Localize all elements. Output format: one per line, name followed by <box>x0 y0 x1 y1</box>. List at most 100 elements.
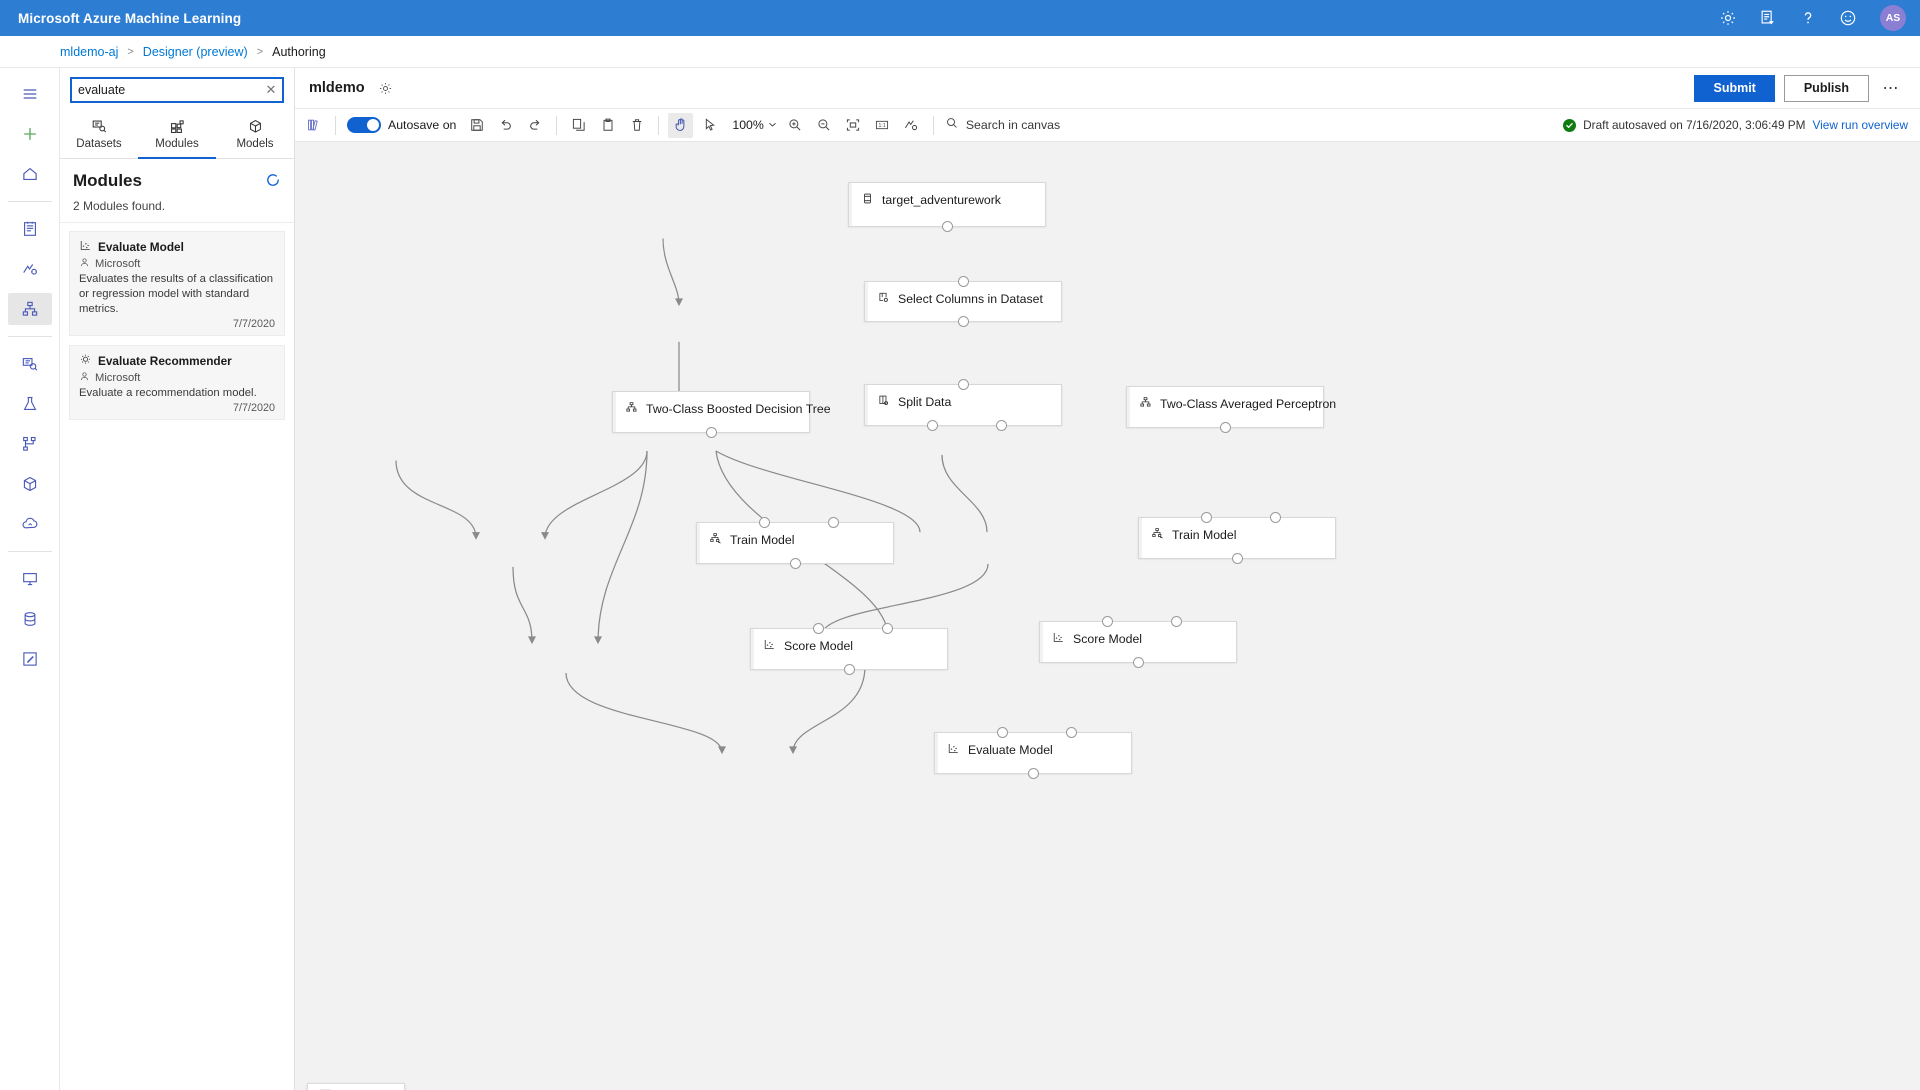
node-input-port-right[interactable] <box>1270 512 1281 523</box>
experiments-icon[interactable] <box>8 388 52 420</box>
canvas-node[interactable]: Train Model <box>696 517 894 569</box>
pan-hand-icon[interactable] <box>668 112 694 138</box>
tab-modules[interactable]: Modules <box>138 111 216 159</box>
node-label-row: Score Model <box>1040 622 1236 647</box>
undo-icon[interactable] <box>493 113 518 138</box>
node-output-port[interactable] <box>958 316 969 327</box>
navigator-button[interactable]: Navigator <box>307 1083 405 1090</box>
endpoints-icon[interactable] <box>8 508 52 540</box>
new-plus-icon[interactable] <box>8 118 52 150</box>
node-input-port-right[interactable] <box>828 517 839 528</box>
canvas-node[interactable]: Two-Class Averaged Perceptron <box>1126 386 1336 433</box>
person-icon <box>79 371 90 385</box>
search-input[interactable] <box>72 79 260 101</box>
panel-title: Modules <box>73 171 142 190</box>
node-output-port[interactable] <box>1232 553 1243 564</box>
node-output-port[interactable] <box>1220 422 1231 433</box>
canvas-node[interactable]: Score Model <box>1039 616 1237 668</box>
automated-ml-icon[interactable] <box>8 253 52 285</box>
node-output-port[interactable] <box>706 427 717 438</box>
node-output-port-right[interactable] <box>996 420 1007 431</box>
tab-models[interactable]: Models <box>216 111 294 159</box>
more-options-icon[interactable]: ⋯ <box>1882 80 1900 97</box>
canvas-node[interactable]: target_adventurework <box>848 182 1046 232</box>
gear-icon[interactable] <box>1718 8 1738 28</box>
submit-button[interactable]: Submit <box>1694 74 1775 102</box>
canvas-node[interactable]: Select Columns in Dataset <box>864 276 1062 327</box>
node-input-port-left[interactable] <box>997 727 1008 738</box>
clear-search-icon[interactable]: ✕ <box>265 82 277 97</box>
node-output-port[interactable] <box>1028 768 1039 779</box>
canvas-node[interactable]: Two-Class Boosted Decision Tree <box>612 391 831 438</box>
zoom-in-icon[interactable] <box>783 113 808 138</box>
page-title: mldemo <box>309 80 365 96</box>
node-input-port-left[interactable] <box>813 623 824 634</box>
zoom-level-dropdown[interactable]: 100% <box>728 118 780 132</box>
node-output-port-left[interactable] <box>927 420 938 431</box>
autosave-toggle[interactable] <box>347 117 381 133</box>
view-run-overview-link[interactable]: View run overview <box>1812 118 1908 132</box>
node-input-port-left[interactable] <box>1201 512 1212 523</box>
node-output-port[interactable] <box>1133 657 1144 668</box>
datasets-icon[interactable] <box>8 348 52 380</box>
auto-layout-icon[interactable] <box>899 113 924 138</box>
help-icon[interactable] <box>1798 8 1818 28</box>
zoom-level-value: 100% <box>732 118 764 132</box>
status-check-icon <box>1563 118 1577 132</box>
node-input-port-left[interactable] <box>1102 616 1113 627</box>
fit-to-screen-icon[interactable] <box>841 113 866 138</box>
canvas-search-input[interactable]: Search in canvas <box>945 116 1060 135</box>
compute-icon[interactable] <box>8 563 52 595</box>
hamburger-menu-icon[interactable] <box>8 78 52 110</box>
evaluate-scatter-icon <box>1052 631 1065 647</box>
module-list: Evaluate Model Microsoft Evaluates the r… <box>60 223 294 1090</box>
canvas-node[interactable]: Evaluate Model <box>934 727 1132 779</box>
node-input-port-right[interactable] <box>1171 616 1182 627</box>
paste-icon[interactable] <box>595 113 620 138</box>
canvas-node[interactable]: Train Model <box>1138 512 1336 564</box>
avatar[interactable]: AS <box>1880 5 1906 31</box>
pipeline-canvas[interactable]: target_adventurework Select Columns in D… <box>295 142 1920 1090</box>
module-title-row: Evaluate Recommender <box>79 353 275 369</box>
node-input-port-right[interactable] <box>1066 727 1077 738</box>
breadcrumb-item-workspace[interactable]: mldemo-aj <box>60 44 119 59</box>
node-input-port[interactable] <box>958 379 969 390</box>
node-label-row: Select Columns in Dataset <box>865 282 1061 307</box>
node-label: Two-Class Averaged Perceptron <box>1160 397 1337 411</box>
search-box[interactable]: ✕ <box>70 77 284 103</box>
pipeline-settings-gear-icon[interactable] <box>378 81 393 96</box>
notebooks-icon[interactable] <box>8 213 52 245</box>
copy-icon[interactable] <box>566 113 591 138</box>
zoom-out-icon[interactable] <box>812 113 837 138</box>
canvas-node[interactable]: Score Model <box>750 623 948 675</box>
save-icon[interactable] <box>464 113 489 138</box>
models-icon[interactable] <box>8 468 52 500</box>
node-output-port[interactable] <box>790 558 801 569</box>
actual-size-icon[interactable]: 1:1 <box>870 113 895 138</box>
pointer-select-icon[interactable] <box>697 113 722 138</box>
node-input-port[interactable] <box>958 276 969 287</box>
library-panel-icon[interactable] <box>301 113 326 138</box>
smiley-icon[interactable] <box>1838 8 1858 28</box>
node-label: Split Data <box>898 395 952 409</box>
node-output-port[interactable] <box>942 221 953 232</box>
canvas-node[interactable]: Split Data <box>864 379 1062 431</box>
publish-button[interactable]: Publish <box>1783 74 1869 102</box>
autosave-label: Autosave on <box>388 118 457 132</box>
tab-datasets[interactable]: Datasets <box>60 111 138 159</box>
list-item[interactable]: Evaluate Recommender Microsoft Evaluate … <box>69 344 285 420</box>
home-icon[interactable] <box>8 158 52 190</box>
delete-trash-icon[interactable] <box>624 113 649 138</box>
pipelines-icon[interactable] <box>8 428 52 460</box>
datastores-icon[interactable] <box>8 603 52 635</box>
refresh-spinner-icon[interactable] <box>265 172 281 188</box>
breadcrumb-item-designer[interactable]: Designer (preview) <box>142 44 248 59</box>
node-output-port[interactable] <box>844 664 855 675</box>
node-input-port-right[interactable] <box>882 623 893 634</box>
feedback-note-icon[interactable] <box>1758 8 1778 28</box>
node-input-port-left[interactable] <box>759 517 770 528</box>
designer-icon[interactable] <box>7 293 52 325</box>
list-item[interactable]: Evaluate Model Microsoft Evaluates the r… <box>69 231 285 336</box>
labeling-icon[interactable] <box>8 643 52 675</box>
redo-icon[interactable] <box>522 113 547 138</box>
